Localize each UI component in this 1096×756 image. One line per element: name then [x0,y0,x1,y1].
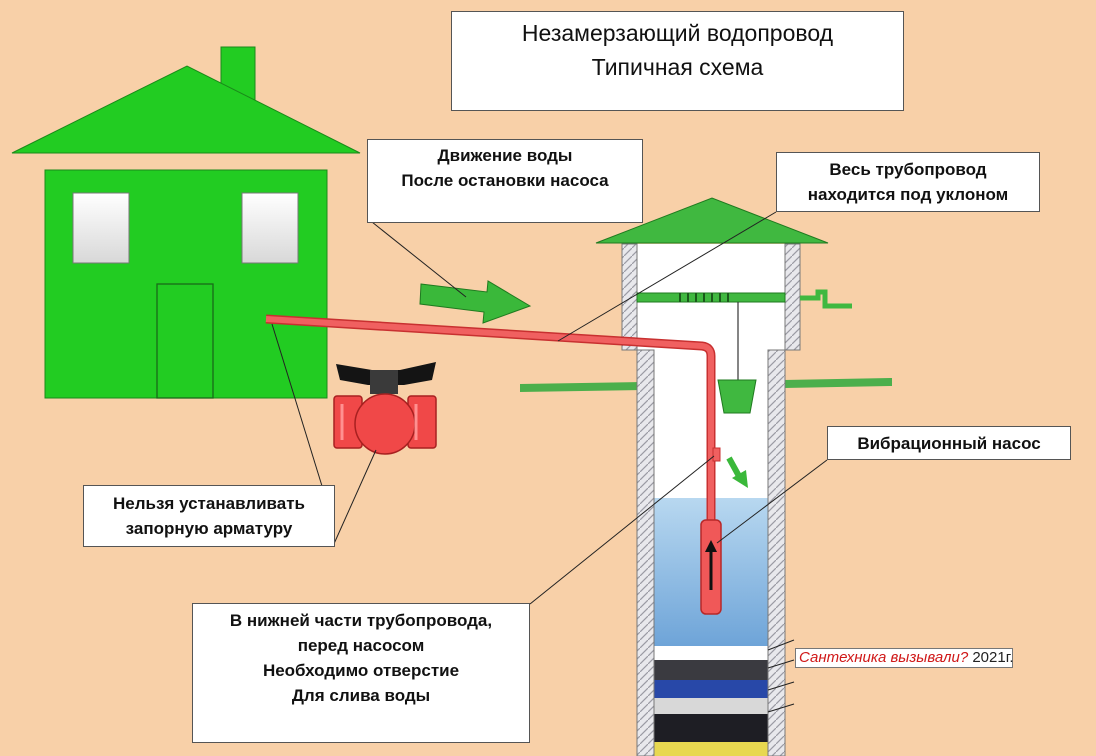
drain-hole-label: В нижней части трубопровода, перед насос… [192,603,530,743]
no-valve-line-2: запорную арматуру [125,519,293,538]
drain-hole-fitting [712,447,721,462]
water-flow-line-2: После остановки насоса [401,171,609,190]
house-window-left [72,192,130,264]
drain-hole-line-3: Необходимо отверстие [262,661,460,680]
ball-valve [333,362,437,455]
ground-left [520,382,640,392]
windlass-rope-coil [679,293,729,302]
well-wall-right [767,349,786,756]
water-flow-line-1: Движение воды [437,146,573,165]
water-drain-arrow [726,456,748,488]
water-flow-label: Движение воды После остановки насоса [367,139,643,223]
title-line-1: Незамерзающий водопровод [521,20,834,46]
house [11,46,361,399]
slope-label: Весь трубопровод находится под уклоном [776,152,1040,212]
title-line-2: Типичная схема [591,54,764,80]
house-window-right [241,192,299,264]
well-roof [595,197,829,244]
callout-leaders [271,211,828,713]
valve-highlight [340,404,418,440]
no-valve-label: Нельзя устанавливать запорную арматуру [83,485,335,547]
drain-hole-line-1: В нижней части трубопровода, [229,611,493,630]
watermark-text: Сантехника вызывали? [799,649,969,666]
valve-stem [370,370,398,394]
leader-drain [529,455,715,605]
leader-pump [716,459,828,544]
leader-slope [557,211,777,342]
well-post-right [784,243,801,351]
house-door [156,283,214,399]
title-box: Незамерзающий водопровод Типичная схема [451,11,904,111]
slope-line-1: Весь трубопровод [829,160,987,179]
watermark-year: 2021г. [972,649,1014,666]
watermark: Сантехника вызывали? 2021г. [795,648,1014,668]
gravel-layer-blue [654,680,768,698]
pump-line-1: Вибрационный насос [857,434,1041,453]
leader-stamp-1 [767,639,795,651]
well-wall-left [636,349,655,756]
leader-stamp-3 [767,681,795,691]
well [595,197,852,756]
drain-hole-line-4: Для слива воды [291,686,431,705]
leader-stamp-2 [767,659,795,669]
valve-body-center [354,393,416,455]
bucket [717,379,757,414]
house-roof [11,65,361,154]
leader-valve-house [271,323,323,487]
leader-stamp-4 [767,703,795,713]
gravel-layer-yellow [654,742,768,756]
windlass-handle [800,289,852,309]
leader-flow [371,221,467,298]
ground-right [784,378,892,388]
gravel-layer-grey [654,698,768,714]
gravel-layer-dark [654,660,768,680]
leader-valve-icon [332,449,377,547]
no-valve-line-1: Нельзя устанавливать [113,494,305,513]
well-post-left [621,243,638,351]
pipe-line-inner [265,316,714,526]
gravel-layer-black [654,714,768,742]
slope-line-2: находится под уклоном [807,185,1009,204]
drain-hole-line-2: перед насосом [297,636,425,655]
water-pipe [265,314,722,615]
pump-label: Вибрационный насос [827,426,1071,460]
water-flow-arrow [419,280,532,324]
pump-flow-arrowhead [705,540,717,552]
